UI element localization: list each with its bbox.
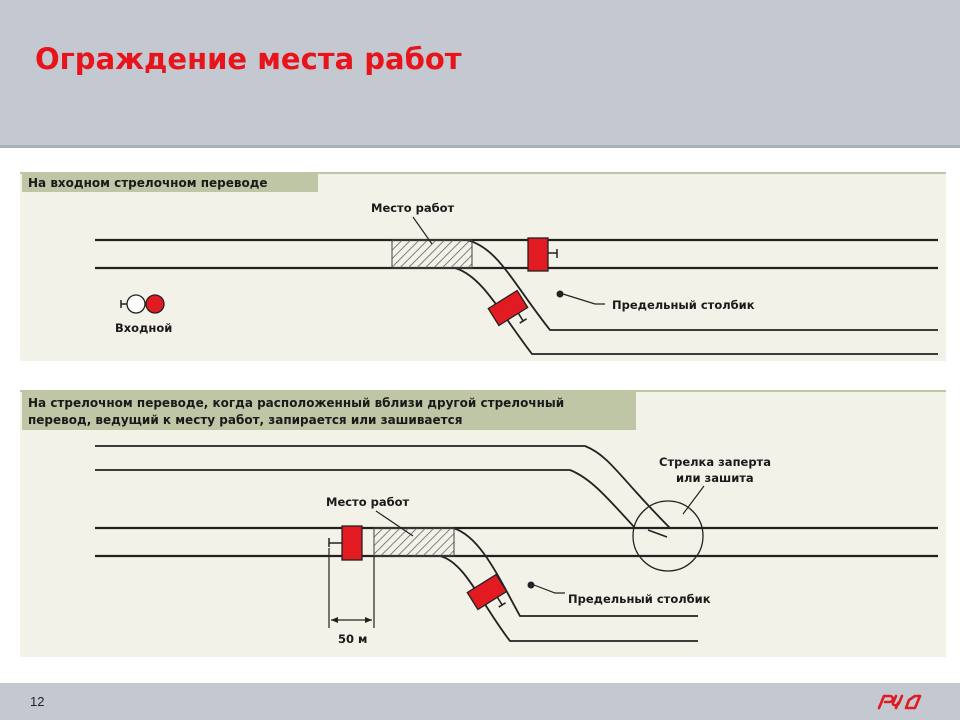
switch-point [647, 529, 668, 538]
entrance-signal-label: Входной [115, 321, 172, 335]
upper-branch-rail [95, 469, 636, 529]
panel-heading-line2: перевод, ведущий к месту работ, запирает… [28, 413, 463, 427]
work-site-hatched [373, 527, 455, 557]
switch-locked-label-line1: Стрелка заперта [659, 455, 771, 469]
work-site-label: Место работ [326, 495, 410, 509]
panel-heading: На входном стрелочном переводе [22, 174, 318, 192]
work-site-hatched [391, 239, 473, 269]
footer-bar: 12 [0, 683, 960, 720]
clearance-post-leader [533, 584, 565, 594]
entrance-signal-icon [120, 294, 165, 314]
work-site-leader [412, 216, 433, 245]
switch-locked-label-line2: или зашита [676, 471, 754, 485]
clearance-post-label: Предельный столбик [568, 592, 711, 606]
diagram-panel-entry-switch: На входном стрелочном переводе Предельны… [20, 172, 946, 361]
panel-heading: На стрелочном переводе, когда расположен… [22, 392, 636, 430]
work-site-leader [375, 510, 414, 537]
rzd-logo-icon [877, 694, 922, 710]
stop-signal-main [341, 525, 363, 561]
clearance-post-label: Предельный столбик [612, 298, 755, 312]
header-divider [0, 145, 960, 148]
stop-signal-branch [487, 289, 529, 327]
header-bar [0, 0, 960, 145]
diagram-panel-locked-switch: На стрелочном переводе, когда расположен… [20, 390, 946, 657]
clearance-post-dot [556, 290, 564, 298]
panel-heading-line1: На стрелочном переводе, когда расположен… [28, 396, 565, 410]
work-site-label: Место работ [371, 201, 455, 215]
page-number: 12 [30, 694, 45, 709]
diverging-rail [452, 527, 698, 617]
upper-branch-rail [95, 445, 671, 529]
track-diagram-2: Стрелка заперта или зашита Место работ П… [95, 445, 938, 646]
panel-top-border [20, 172, 946, 174]
slide-title: Ограждение места работ [35, 42, 462, 76]
stop-signal-main [527, 237, 549, 272]
switch-leader [682, 485, 705, 515]
clearance-post-dot [527, 581, 535, 589]
track-diagram-1: Предельный столбик Место работ Входной [95, 201, 938, 355]
clearance-post-leader [562, 293, 605, 305]
diverging-rail [454, 267, 938, 355]
diverging-rail [466, 239, 938, 331]
stop-signal-branch [466, 573, 508, 611]
locked-switch-circle [632, 500, 704, 572]
panel-top-border [20, 390, 946, 392]
distance-label: 50 м [338, 632, 367, 646]
